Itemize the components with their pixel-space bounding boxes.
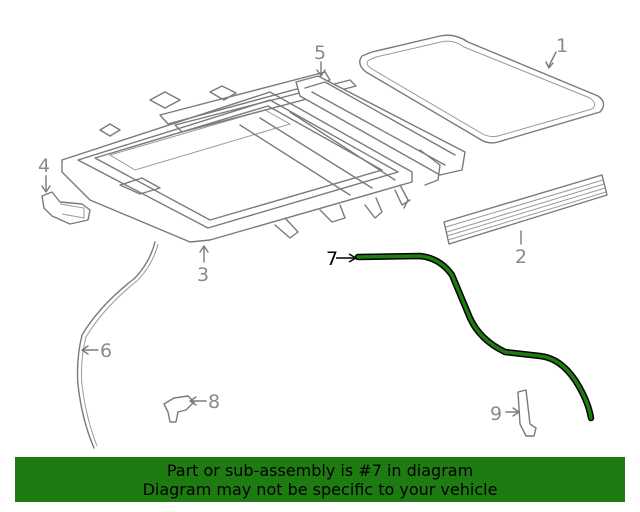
parts-diagram: 1 2 3 4 5 6 7 8 9	[38, 34, 608, 449]
callout-1: 1	[556, 35, 568, 57]
part-info-banner: Part or sub-assembly is #7 in diagram Di…	[15, 457, 625, 502]
callout-3: 3	[197, 264, 209, 286]
sunroof-frame-part[interactable]	[61, 71, 413, 263]
callout-4: 4	[38, 155, 50, 177]
motor-part[interactable]	[41, 175, 91, 225]
callout-6: 6	[100, 340, 112, 362]
callout-2: 2	[515, 246, 527, 268]
callout-5: 5	[314, 42, 326, 64]
drain-hose-part[interactable]	[76, 241, 159, 449]
bracket-part[interactable]	[505, 389, 537, 437]
drain-hose-highlighted-part[interactable]	[336, 252, 595, 422]
guide-rail-part[interactable]	[295, 61, 466, 209]
clip-part[interactable]	[163, 395, 207, 423]
glass-panel-part[interactable]	[359, 34, 605, 144]
weatherstrip-part[interactable]	[443, 174, 608, 245]
callout-8: 8	[208, 391, 220, 413]
banner-line-part-number: Part or sub-assembly is #7 in diagram	[166, 461, 474, 480]
banner-line-disclaimer: Diagram may not be specific to your vehi…	[142, 480, 498, 499]
callout-7: 7	[326, 248, 338, 270]
callout-9: 9	[490, 403, 502, 425]
